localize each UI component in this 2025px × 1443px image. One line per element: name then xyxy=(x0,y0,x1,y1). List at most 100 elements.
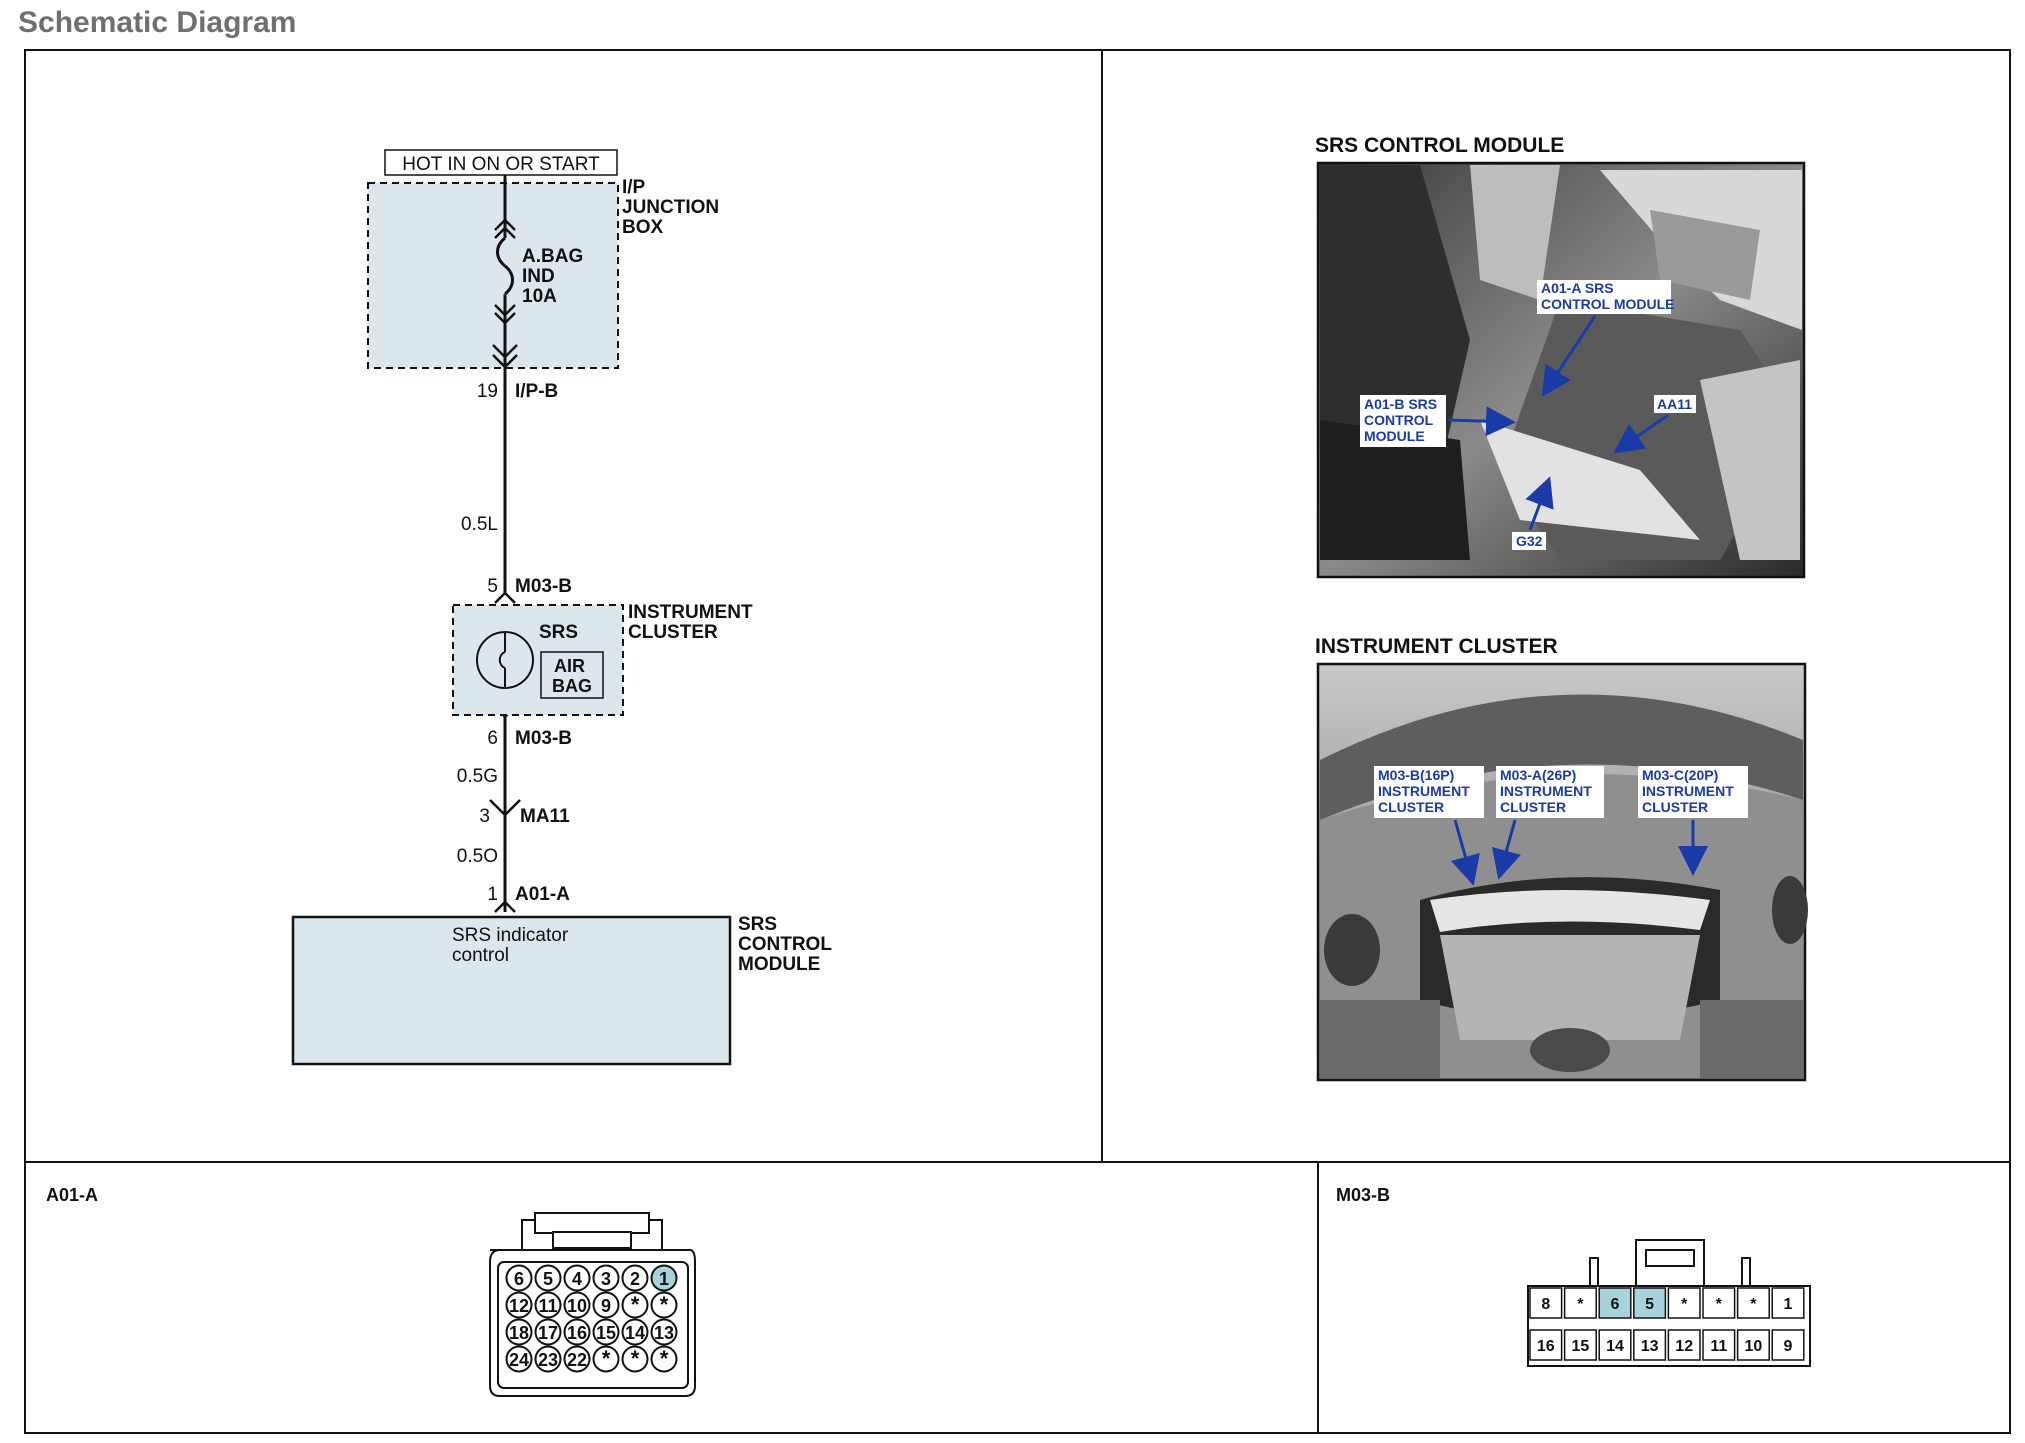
a01a-pin-label: * xyxy=(631,1292,640,1317)
a01a-pin-cell xyxy=(563,1318,591,1346)
connector-a01a-title: A01-A xyxy=(46,1185,98,1205)
svg-text:A01-A SRS CONTROL MODU: A01-A SRS CONTROL MODULE xyxy=(1541,280,1675,312)
m03b-pin-cell xyxy=(1598,1329,1632,1361)
m03b-pin-label: 5 xyxy=(1645,1296,1654,1313)
a01a-pin-label: 13 xyxy=(654,1323,674,1343)
ma11-pin: 3 xyxy=(479,806,490,827)
cluster-in-connector: M03-B xyxy=(515,576,572,597)
m03b-pin-label: * xyxy=(1577,1296,1584,1313)
a01a-pin-label: 14 xyxy=(625,1323,645,1343)
module-in-pin: 1 xyxy=(487,884,498,905)
m03b-pin-label: 13 xyxy=(1641,1338,1659,1355)
svg-text:M03-A(26P) INSTRUMENT: M03-A(26P) INSTRUMENT CLUSTER xyxy=(1500,767,1596,815)
wire-1-label: 0.5L xyxy=(461,514,498,535)
a01a-pin-cell xyxy=(621,1318,649,1346)
a01a-pin-label: 1 xyxy=(659,1269,669,1289)
m03b-pin-label: 16 xyxy=(1537,1338,1555,1355)
lamp-filament xyxy=(498,632,506,688)
cluster-photo-title: INSTRUMENT CLUSTER xyxy=(1315,635,1558,658)
junction-box-label: I/P JUNCTION BOX xyxy=(622,177,724,238)
m03b-pin-label: 8 xyxy=(1541,1296,1550,1313)
a01a-pin-label: 4 xyxy=(572,1269,582,1289)
m03b-pin-cell xyxy=(1736,1287,1770,1319)
module-inner-label: SRS indicator control xyxy=(452,925,573,966)
cluster-photo-panel: INSTRUMENT CLUSTER M03-B(16P) INSTRUMENT… xyxy=(1315,635,1808,1082)
junction-box xyxy=(367,182,619,369)
air-bag-label: AIR BAG xyxy=(552,656,592,696)
power-label-box xyxy=(384,149,618,176)
a01a-pin-label: * xyxy=(660,1346,669,1371)
m03b-pin-label: * xyxy=(1681,1296,1688,1313)
a01a-pin-cell xyxy=(592,1264,620,1292)
a01a-pin-label: 23 xyxy=(538,1350,558,1370)
a01a-pin-cell xyxy=(650,1264,678,1292)
a01a-pin-cell xyxy=(534,1291,562,1319)
a01a-pin-cell xyxy=(621,1291,649,1319)
m03b-pin-label: * xyxy=(1750,1296,1757,1313)
a01a-pin-label: * xyxy=(602,1346,611,1371)
m03b-pin-cell xyxy=(1771,1287,1805,1319)
ip-connector: I/P-B xyxy=(515,381,558,402)
fuse-label: A.BAG IND 10A xyxy=(522,246,589,307)
a01a-pin-label: 16 xyxy=(567,1323,587,1343)
callout-a01a: A01-A SRS CONTROL MODULE xyxy=(1537,280,1675,398)
m03b-pin-cell xyxy=(1702,1287,1736,1319)
lamp-label: SRS xyxy=(539,622,578,643)
a01a-pin-cell xyxy=(505,1318,533,1346)
a01a-pin-cell xyxy=(621,1345,649,1373)
a01a-pin-label: 12 xyxy=(509,1296,529,1316)
a01a-pin-label: 22 xyxy=(567,1350,587,1370)
callout-a01b: A01-B SRS CONTROL MODULE xyxy=(1360,395,1516,447)
cluster-out-connector: M03-B xyxy=(515,728,572,749)
cluster-out-pin: 6 xyxy=(487,728,498,749)
svg-text:G32: G32 xyxy=(1516,533,1543,549)
connector-m03b-title: M03-B xyxy=(1336,1185,1390,1205)
callout-m03c: M03-C(20P) INSTRUMENT CLUSTER xyxy=(1638,766,1748,876)
m03b-pin-cell xyxy=(1736,1329,1770,1361)
page-title: Schematic Diagram xyxy=(18,6,297,39)
m03b-pin-label: 14 xyxy=(1606,1338,1624,1355)
a01a-pin-label: 18 xyxy=(509,1323,529,1343)
m03b-pin-cell xyxy=(1667,1329,1701,1361)
a01a-pin-cell xyxy=(534,1264,562,1292)
m03b-pin-cell xyxy=(1563,1287,1597,1319)
instrument-cluster-box xyxy=(452,604,624,716)
a01a-pin-cell xyxy=(534,1318,562,1346)
a01a-pin-label: * xyxy=(631,1346,640,1371)
svg-text:AA11: AA11 xyxy=(1657,396,1692,412)
wire-3-label: 0.5O xyxy=(457,846,498,867)
a01a-pin-label: * xyxy=(660,1292,669,1317)
a01a-pin-cell xyxy=(563,1264,591,1292)
a01a-pin-cell xyxy=(592,1318,620,1346)
srs-control-module-box xyxy=(291,915,732,1066)
a01a-pin-cell xyxy=(505,1264,533,1292)
a01a-pin-label: 5 xyxy=(543,1269,553,1289)
callout-g32: G32 xyxy=(1512,476,1554,550)
a01a-pin-cell xyxy=(621,1264,649,1292)
a01a-pin-cell xyxy=(592,1345,620,1373)
a01a-pin-label: 17 xyxy=(538,1323,558,1343)
a01a-pin-cell xyxy=(534,1345,562,1373)
m03b-pin-cell xyxy=(1667,1287,1701,1319)
svg-text:A01-B SRS CONTROL: A01-B SRS CONTROL MODULE xyxy=(1364,396,1441,444)
schematic: HOT IN ON OR START I/P JUNCTION BOX xyxy=(291,149,832,1066)
a01a-pin-cell xyxy=(650,1291,678,1319)
m03b-pin-label: 1 xyxy=(1784,1296,1793,1313)
srs-module-photo-panel: SRS CONTROL MODULE A01-A SRS CONTROL MOD… xyxy=(1315,134,1806,579)
cluster-photo xyxy=(1316,662,1808,1082)
a01a-pin-cell xyxy=(505,1291,533,1319)
wire-2-label: 0.5G xyxy=(457,766,498,787)
m03b-pin-label: 9 xyxy=(1784,1338,1793,1355)
svg-text:M03-C(20P) INSTRUMENT: M03-C(20P) INSTRUMENT CLUSTER xyxy=(1642,767,1738,815)
a01a-pin-label: 2 xyxy=(630,1269,640,1289)
a01a-pin-cell xyxy=(650,1318,678,1346)
svg-text:M03-B(16P) INSTRUMENT: M03-B(16P) INSTRUMENT CLUSTER xyxy=(1378,767,1474,815)
a01a-pin-cell xyxy=(650,1345,678,1373)
m03b-pin-label: 15 xyxy=(1572,1338,1590,1355)
m03b-pin-cell xyxy=(1598,1287,1632,1319)
a01a-pin-label: 11 xyxy=(538,1296,557,1316)
m03b-pin-label: 10 xyxy=(1745,1338,1763,1355)
